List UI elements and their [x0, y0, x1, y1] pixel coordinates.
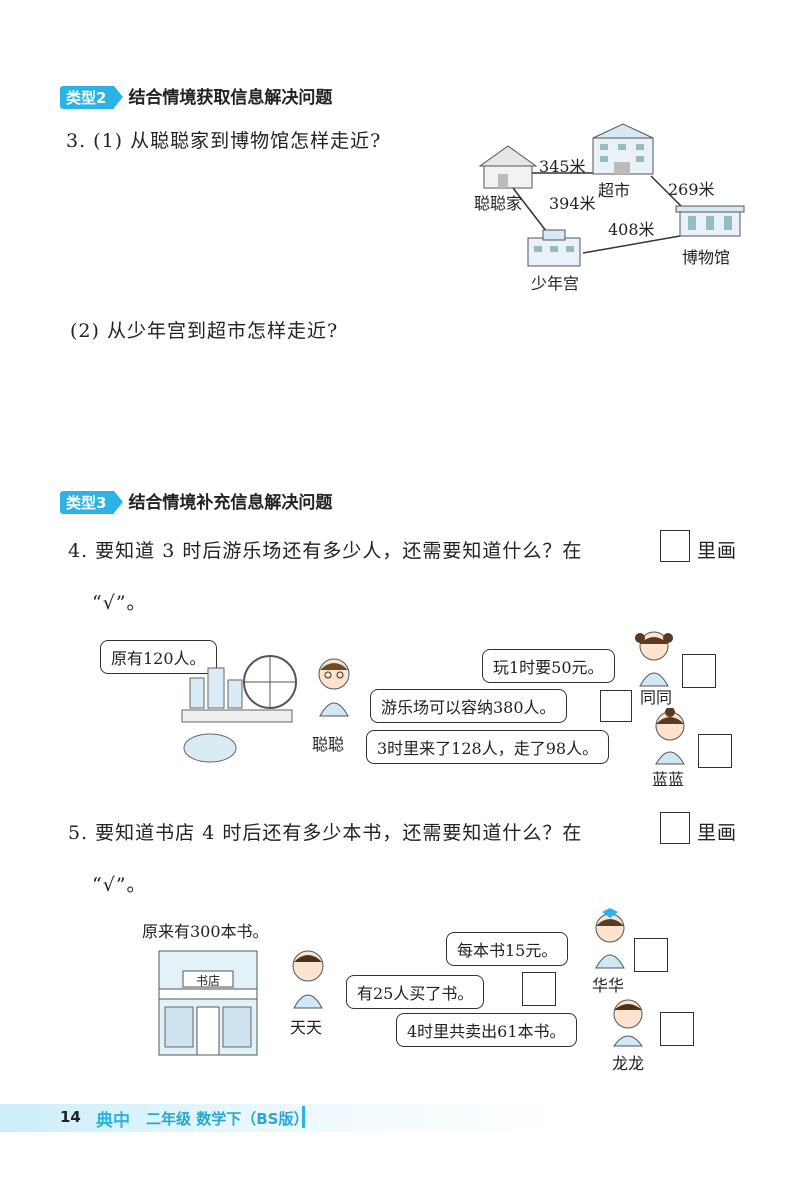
place-market: 超市 [598, 181, 631, 200]
answer-box-1[interactable] [682, 654, 716, 688]
distance-home-market: 345米 [539, 157, 586, 176]
footer-bar [0, 1104, 800, 1132]
speaker-name: 天天 [290, 1018, 323, 1037]
page-number: 14 [60, 1108, 81, 1126]
answer-box-3[interactable] [698, 734, 732, 768]
place-home: 聪聪家 [474, 194, 523, 213]
answer-box-2[interactable] [522, 972, 556, 1006]
section-tag: 类型3 [60, 491, 124, 514]
start-text: 原来有300本书。 [142, 922, 269, 941]
option-bubble-3: 3时里来了128人，走了98人。 [366, 730, 610, 764]
girl-icon [595, 908, 625, 969]
distance-palace-museum: 408米 [608, 220, 655, 239]
q5-text: 5. 要知道书店 4 时后还有多少本书，还需要知道什么？在 [68, 822, 583, 844]
kid-name-2: 龙龙 [612, 1054, 645, 1073]
q4-text-end: 里画 [697, 540, 738, 562]
q4-tick: “√”。 [92, 592, 147, 614]
option-bubble-2: 游乐场可以容纳380人。 [370, 689, 567, 723]
section-title: 结合情境补充信息解决问题 [128, 493, 333, 513]
place-museum: 博物馆 [682, 248, 731, 267]
option-bubble-1: 每本书15元。 [446, 932, 569, 966]
kid-name-2: 蓝蓝 [652, 770, 685, 789]
boy-icon [318, 658, 350, 717]
building-icon [527, 229, 581, 267]
house-icon [478, 145, 538, 189]
answer-box-3[interactable] [660, 1012, 694, 1046]
section-tag: 类型2 [60, 86, 124, 109]
brand-logo: 典中 [96, 1111, 130, 1131]
option-bubble-3: 4时里共卖出61本书。 [396, 1013, 577, 1047]
route-map [478, 123, 745, 267]
girl-icon [655, 708, 685, 765]
q3-part1: 3. (1) 从聪聪家到博物馆怎样走近? [66, 130, 382, 152]
q4-inline-box [660, 530, 690, 562]
kid-name-1: 同同 [640, 688, 673, 707]
building-icon [592, 123, 654, 175]
boy-icon [292, 950, 324, 1009]
q5-tick: “√”。 [92, 874, 147, 896]
q3-part2: (2) 从少年宫到超市怎样走近? [70, 320, 339, 342]
option-bubble-2: 有25人买了书。 [346, 975, 485, 1009]
building-icon [675, 205, 745, 237]
start-bubble: 原有120人。 [100, 640, 217, 674]
amusement-park-illustration [181, 655, 297, 763]
book-title: 二年级 数学下（BS版） [146, 1110, 309, 1128]
bookstore-illustration [158, 950, 258, 1056]
speaker-name: 聪聪 [312, 735, 345, 754]
answer-box-2[interactable] [600, 690, 632, 722]
option-bubble-1: 玩1时要50元。 [482, 649, 615, 683]
girl-icon [635, 631, 673, 687]
place-palace: 少年宫 [531, 274, 580, 293]
distance-market-museum: 269米 [668, 180, 715, 199]
answer-box-1[interactable] [634, 938, 668, 972]
footer-divider [302, 1106, 305, 1128]
section-title: 结合情境获取信息解决问题 [128, 88, 333, 108]
q4-text: 4. 要知道 3 时后游乐场还有多少人，还需要知道什么？在 [68, 540, 583, 562]
kid-name-1: 华华 [592, 976, 625, 995]
boy-icon [613, 999, 643, 1047]
q5-text-end: 里画 [697, 822, 738, 844]
shop-sign: 书店 [195, 974, 220, 988]
distance-home-palace: 394米 [549, 194, 596, 213]
q5-inline-box [660, 812, 690, 844]
